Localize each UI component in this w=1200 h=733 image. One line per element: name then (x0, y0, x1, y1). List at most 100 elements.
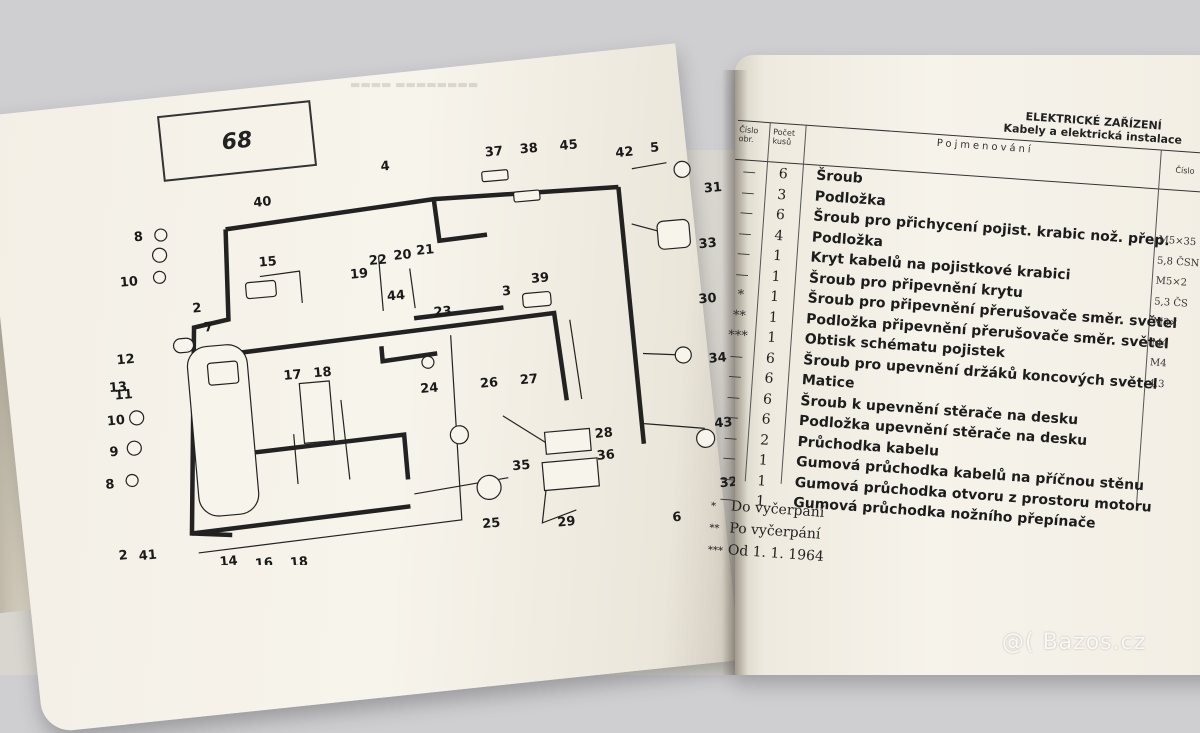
unit-39 (521, 290, 552, 309)
row-mark: — (737, 225, 752, 242)
label-10a: 10 (119, 274, 138, 291)
label-18b: 18 (289, 554, 308, 565)
header-code: Číslo (1175, 165, 1195, 176)
label-5: 5 (650, 140, 660, 156)
row-quantity: 1 (771, 268, 782, 285)
footnote-mark: * (710, 500, 717, 513)
watermark: @( Bazos.cz (1002, 630, 1147, 655)
row-mark: — (742, 164, 757, 181)
harness-right (616, 186, 647, 444)
fuse-box-18 (298, 380, 336, 444)
lamp-24 (421, 355, 435, 369)
wire-13 (644, 423, 705, 429)
label-8b: 8 (105, 477, 115, 493)
label-10b: 10 (106, 413, 125, 430)
row-mark: *** (727, 327, 749, 345)
photo-scene: ▬▬▬▬ ▬▬▬▬▬▬▬▬ 68 (0, 43, 1200, 733)
lamp-10a (152, 270, 167, 284)
wire-7 (340, 399, 351, 480)
row-quantity: 6 (761, 411, 772, 428)
harness-top (225, 184, 619, 232)
label-9: 9 (109, 445, 119, 461)
wire-4 (502, 415, 546, 443)
wire-10 (409, 268, 416, 309)
switch-12 (172, 337, 195, 354)
row-name: Šroub (815, 167, 864, 187)
label-4: 4 (380, 159, 390, 175)
horn-25 (476, 474, 502, 500)
row-mark: — (739, 205, 754, 222)
harness-lower (191, 504, 411, 536)
footnote-mark: ** (708, 522, 720, 535)
unit-11 (206, 360, 240, 386)
row-code: M5×2 (1155, 275, 1188, 289)
label-6: 6 (672, 510, 682, 526)
label-16: 16 (254, 556, 273, 565)
label-19: 19 (349, 266, 368, 283)
harness-branch-24 (379, 346, 438, 364)
label-2b: 2 (192, 301, 202, 317)
row-mark: — (735, 266, 750, 283)
wire-14 (631, 162, 667, 170)
label-37: 37 (484, 144, 503, 161)
row-quantity: 1 (766, 329, 777, 347)
row-code: 5,3 ČS (1153, 295, 1189, 310)
row-quantity: 1 (758, 452, 769, 469)
harness-middle (216, 310, 570, 401)
label-12: 12 (116, 352, 135, 369)
label-27: 27 (519, 372, 538, 389)
connector-38 (513, 189, 541, 203)
row-quantity: 6 (775, 206, 786, 224)
label-7: 7 (203, 320, 213, 336)
label-25: 25 (482, 516, 501, 533)
wire-6 (293, 434, 299, 485)
label-40: 40 (253, 194, 272, 211)
bulb-33 (656, 218, 691, 250)
header-name: Pojmenování (936, 137, 1034, 156)
row-code: 5,8 ČSN (1156, 255, 1200, 269)
label-26: 26 (479, 375, 498, 392)
row-mark: — (729, 348, 744, 365)
row-mark: — (723, 430, 738, 447)
header-quantity: Počet kusů (772, 127, 796, 147)
row-quantity: 4 (773, 227, 784, 244)
row-code: M4 (1149, 357, 1167, 370)
label-34: 34 (708, 350, 727, 367)
row-name: Matice (801, 372, 856, 392)
lamp-32 (696, 428, 716, 448)
relay-29 (541, 457, 601, 492)
row-quantity: 1 (768, 309, 779, 326)
gauge-26 (449, 425, 469, 445)
wire-9 (377, 256, 384, 311)
row-mark: ** (732, 307, 747, 324)
label-23: 23 (433, 304, 452, 321)
lamp-8b (125, 473, 139, 488)
label-2a: 2 (118, 548, 128, 564)
label-13: 13 (108, 380, 127, 397)
right-page (735, 55, 1200, 675)
wire-8 (259, 270, 303, 304)
label-35: 35 (512, 458, 531, 475)
lamp-34 (674, 346, 692, 364)
lamp-9a (151, 247, 168, 263)
label-18a: 18 (313, 365, 332, 382)
row-mark: * (736, 287, 745, 303)
row-quantity: 6 (763, 370, 774, 388)
row-quantity: 6 (765, 349, 776, 367)
wire-1 (198, 335, 463, 554)
wiring-diagram-svg: 1 2 2 3 4 5 6 7 8 8 9 10 10 11 12 13 14 … (105, 137, 739, 585)
harness-branch-3 (413, 305, 504, 321)
wire-2 (569, 319, 583, 400)
row-mark: — (736, 246, 751, 263)
lamp-8a (154, 228, 168, 242)
label-32: 32 (719, 475, 735, 492)
label-14: 14 (219, 554, 238, 565)
label-36: 36 (596, 447, 615, 464)
label-3: 3 (501, 284, 511, 300)
label-31: 31 (703, 180, 722, 197)
label-20: 20 (393, 247, 412, 264)
row-mark: — (727, 368, 742, 385)
label-30: 30 (698, 291, 717, 308)
label-15: 15 (258, 254, 277, 271)
